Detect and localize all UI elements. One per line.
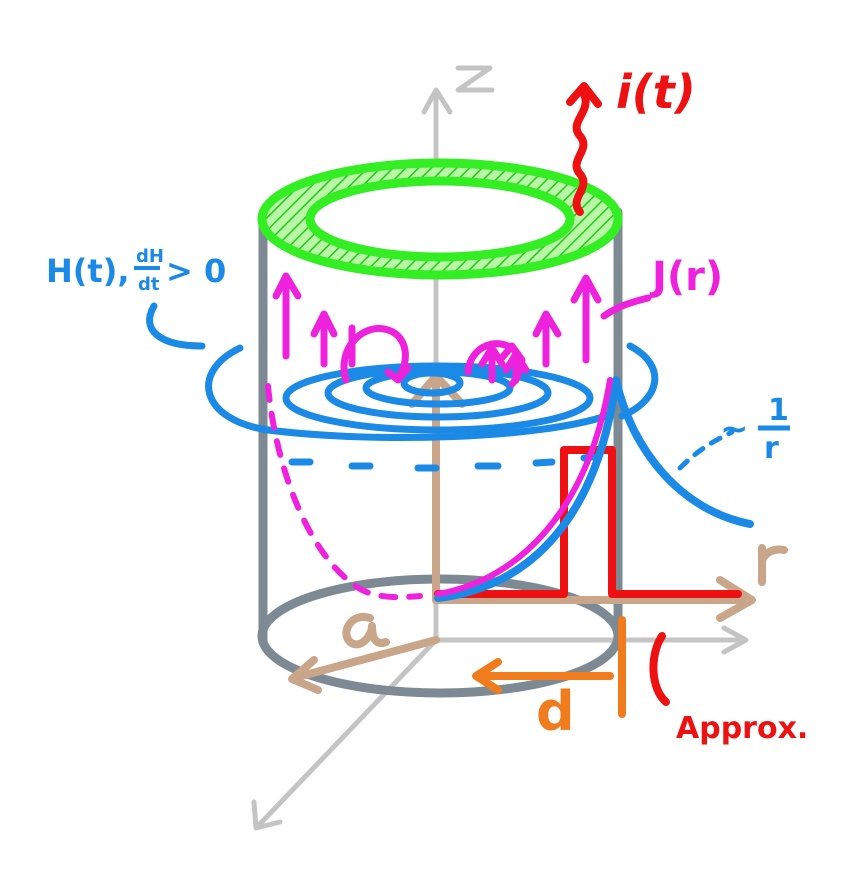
step-rectangle	[434, 446, 742, 598]
blue-decay-curve	[434, 376, 754, 602]
radius-letter-a	[342, 612, 390, 649]
current-density-label: J(r)	[649, 254, 723, 300]
text-labels: i(t) H(t), dH dt > 0 J(r) ~ 1 r d Approx…	[46, 65, 808, 746]
curl-arrow-icon	[340, 325, 412, 384]
x-axis-arrowhead	[251, 799, 283, 831]
field-loop-4	[264, 412, 610, 442]
field-label-rel: > 0	[166, 252, 226, 290]
field-label-main: H(t),	[46, 252, 129, 290]
approx-bracket	[649, 632, 670, 706]
annulus-inner	[305, 176, 575, 262]
local-r-arrowhead	[716, 576, 756, 622]
field-label-den: dt	[138, 274, 160, 295]
current-arrow	[566, 82, 602, 216]
radius-arrow-line	[290, 636, 440, 682]
r-axis-letter	[758, 544, 788, 586]
approx-step-profile	[434, 446, 742, 706]
profile-curves	[434, 376, 754, 602]
j-arrow-2	[310, 310, 338, 368]
y-axis-arrowhead	[721, 625, 749, 655]
z-axis-letter	[455, 65, 495, 93]
h-field-leader-line	[146, 302, 206, 350]
radius-arrow	[288, 612, 440, 694]
magnetic-field-lines	[146, 302, 659, 472]
current-label: i(t)	[616, 65, 696, 119]
decay-num: 1	[768, 393, 789, 428]
z-axis-arrowhead	[421, 87, 453, 115]
x-axis-line	[255, 637, 439, 829]
radius-arrowhead	[288, 656, 322, 694]
j-arrows-center	[478, 344, 530, 384]
current-arrowhead	[566, 82, 602, 108]
depth-arrowhead	[472, 658, 502, 694]
ellipse-loop-icon	[205, 344, 272, 434]
decay-leader-line	[677, 429, 735, 471]
field-dashes	[288, 452, 602, 472]
j-arrow-1	[272, 272, 302, 360]
j-leader-line	[600, 294, 652, 320]
current-density-arrows	[272, 272, 652, 388]
decay-prefix: ~	[720, 409, 749, 449]
j-profile-curve	[435, 377, 613, 597]
decay-den: r	[764, 431, 779, 466]
field-loop-right-outer	[618, 342, 659, 420]
wavy-arrow-up-icon	[572, 90, 590, 216]
field-label-num: dH	[136, 246, 164, 267]
j-arrow-4	[570, 274, 602, 364]
field-loop-core	[400, 369, 464, 397]
j-dashed-arc	[265, 383, 423, 601]
depth-arrow	[472, 616, 626, 718]
j-arrow-3	[532, 310, 562, 368]
conducting-annulus	[257, 158, 623, 280]
approx-label: Approx.	[676, 711, 808, 746]
depth-label: d	[536, 680, 575, 743]
